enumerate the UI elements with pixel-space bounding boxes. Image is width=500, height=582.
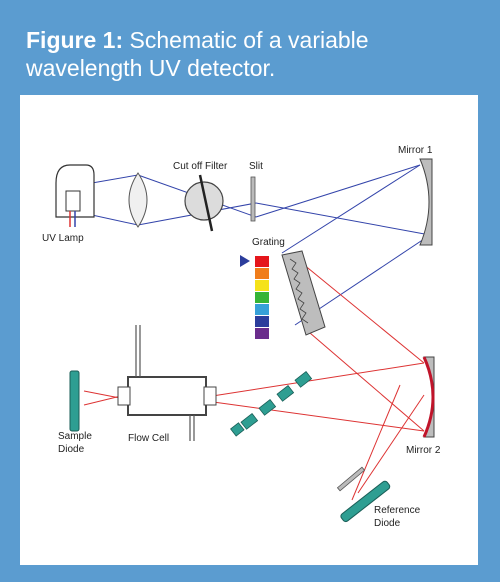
sample-diode-label-2: Diode bbox=[58, 444, 85, 455]
mirror-2-label: Mirror 2 bbox=[406, 445, 441, 456]
condenser-lens bbox=[128, 172, 148, 228]
slit-label: Slit bbox=[249, 161, 263, 172]
spectrum-bar bbox=[240, 255, 269, 339]
cutoff-filter: Cut off Filter bbox=[173, 161, 228, 232]
spectrum-swatch bbox=[255, 292, 269, 303]
cutoff-filter-label: Cut off Filter bbox=[173, 161, 228, 172]
grating-label: Grating bbox=[252, 237, 285, 248]
figure-label: Figure 1: bbox=[26, 27, 124, 53]
mirror-2: Mirror 2 bbox=[406, 356, 441, 456]
figure-title: Schematic of a variable wavelength UV de… bbox=[26, 27, 369, 81]
uv-lamp: UV Lamp bbox=[42, 164, 95, 244]
spectrum-swatch bbox=[255, 328, 269, 339]
uv-detector-schematic: UV Lamp Cut off Filter Slit Mirror 1 Gra… bbox=[42, 145, 441, 529]
spectrum-swatch bbox=[255, 280, 269, 291]
flow-cell-label: Flow Cell bbox=[128, 433, 169, 444]
spectrum-swatch bbox=[255, 316, 269, 327]
figure-caption: Figure 1: Schematic of a variable wavele… bbox=[26, 26, 476, 82]
sample-diode-label-1: Sample bbox=[58, 431, 92, 442]
reference-diode-label-1: Reference bbox=[374, 505, 421, 516]
mirror-1: Mirror 1 bbox=[398, 145, 433, 246]
grating: Grating bbox=[252, 237, 326, 336]
mirror-1-label: Mirror 1 bbox=[398, 145, 433, 156]
diagram-panel: UV Lamp Cut off Filter Slit Mirror 1 Gra… bbox=[20, 95, 478, 565]
reference-filter bbox=[336, 466, 366, 492]
slit: Slit bbox=[249, 161, 263, 222]
sample-diode: Sample Diode bbox=[58, 370, 92, 455]
reference-diode: Reference Diode bbox=[340, 480, 421, 529]
spectrum-pointer-icon bbox=[240, 255, 250, 267]
uv-lamp-label: UV Lamp bbox=[42, 233, 84, 244]
flow-cell: Flow Cell bbox=[117, 325, 217, 444]
reference-diode-label-2: Diode bbox=[374, 518, 401, 529]
spectrum-swatch bbox=[255, 268, 269, 279]
red-beam-path bbox=[83, 254, 425, 501]
beam-splitter bbox=[230, 370, 313, 437]
spectrum-swatch bbox=[255, 304, 269, 315]
spectrum-swatch bbox=[255, 256, 269, 267]
